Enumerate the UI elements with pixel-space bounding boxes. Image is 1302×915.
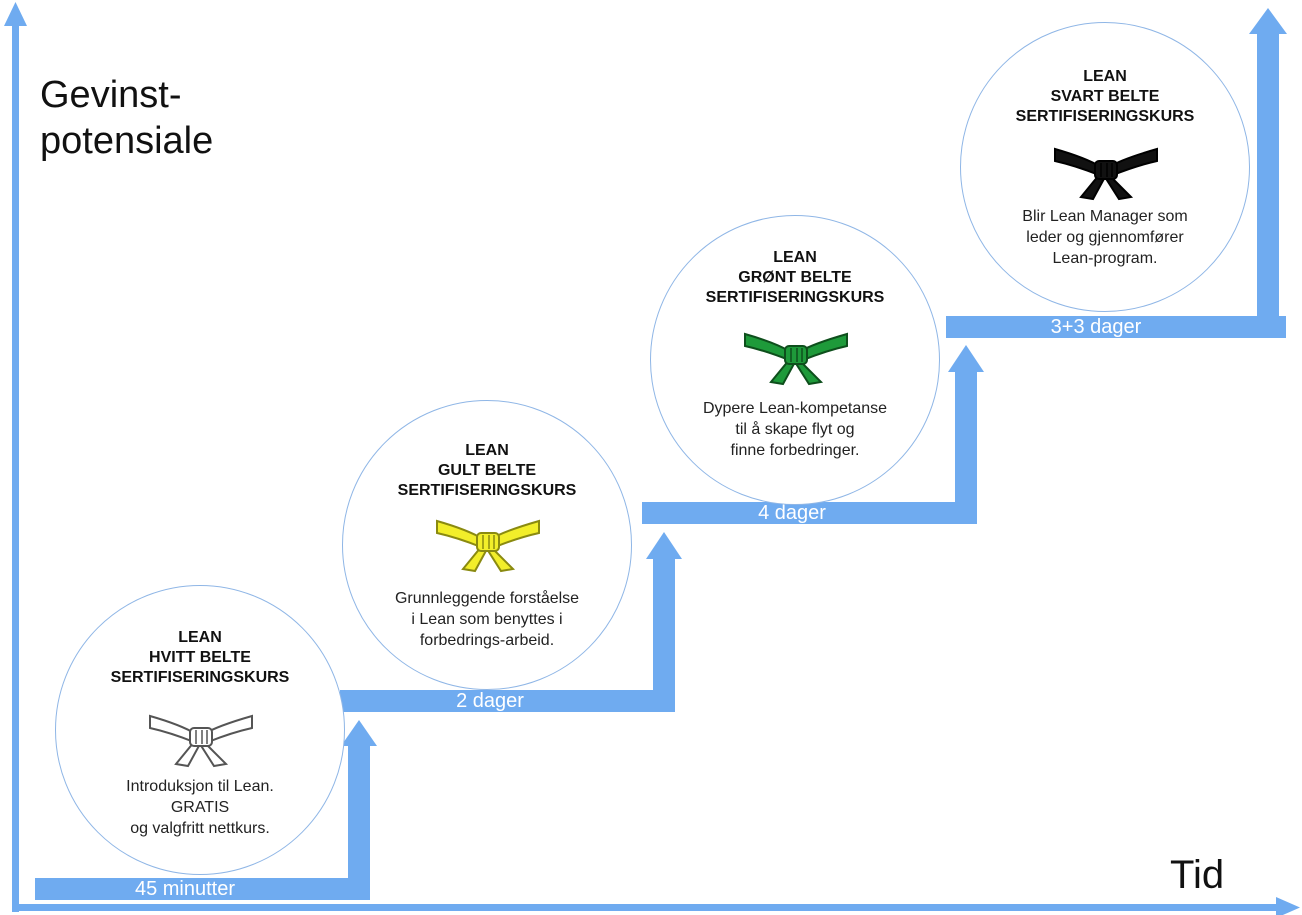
- step-3-desc-line2: til å skape flyt og: [735, 421, 855, 438]
- step-4-desc-line1: Blir Lean Manager som: [1022, 208, 1188, 225]
- step-4-duration: 3+3 dager: [1050, 316, 1142, 338]
- y-axis-arrow: [4, 2, 27, 912]
- step-1-desc-line1: Introduksjon til Lean.: [126, 778, 274, 795]
- y-axis-label: Gevinst- potensiale: [40, 72, 213, 164]
- step-1-circle: LEAN HVITT BELTE SERTIFISERINGSKURS Intr…: [55, 585, 345, 875]
- step-2-desc-line1: Grunnleggende forståelse: [394, 590, 580, 607]
- step-2-desc-line2: i Lean som benyttes i: [411, 611, 563, 628]
- step-2-title-line1: LEAN: [465, 442, 509, 459]
- step-3-arrow: [642, 345, 984, 524]
- white-belt-icon: [149, 714, 253, 768]
- black-belt-icon: [1054, 147, 1158, 201]
- step-3-title-line2: GRØNT BELTE: [738, 269, 852, 286]
- step-1-title-line3: SERTIFISERINGSKURS: [110, 669, 290, 686]
- x-axis-label: Tid: [1170, 853, 1225, 897]
- step-4-desc-line3: Lean-program.: [1052, 250, 1158, 267]
- step-4-desc-line2: leder og gjennomfører: [1026, 229, 1184, 246]
- step-2-title-line2: GULT BELTE: [437, 462, 537, 479]
- step-2-circle: LEAN GULT BELTE SERTIFISERINGSKURS Grunn…: [342, 400, 632, 690]
- step-3-title-line3: SERTIFISERINGSKURS: [705, 289, 885, 306]
- x-axis-arrow: [15, 897, 1300, 915]
- step-4-arrow: [946, 8, 1287, 338]
- y-axis-label-line2: potensiale: [40, 120, 214, 162]
- step-1-desc-line3: og valgfritt nettkurs.: [130, 820, 270, 837]
- step-3-circle: LEAN GRØNT BELTE SERTIFISERINGSKURS Dype…: [650, 215, 940, 505]
- step-1-arrow: [35, 720, 377, 900]
- step-2-desc-line3: forbedrings-arbeid.: [419, 632, 555, 649]
- step-4-title-line1: LEAN: [1083, 68, 1127, 85]
- step-3-desc-line1: Dypere Lean-kompetanse: [702, 400, 888, 417]
- y-axis-label-line1: Gevinst-: [40, 74, 182, 116]
- step-4-circle: LEAN SVART BELTE SERTIFISERINGSKURS Blir…: [960, 22, 1250, 312]
- step-3-desc-line3: finne forbedringer.: [730, 442, 860, 459]
- step-3-duration: 4 dager: [758, 502, 826, 524]
- step-2-title-line3: SERTIFISERINGSKURS: [397, 482, 577, 499]
- step-1-title-line1: LEAN: [178, 629, 222, 646]
- step-4-title-line3: SERTIFISERINGSKURS: [1015, 108, 1195, 125]
- step-2-duration: 2 dager: [456, 690, 524, 712]
- green-belt-icon: [744, 332, 848, 386]
- step-2-arrow: [340, 532, 682, 712]
- step-4-title-line2: SVART BELTE: [1050, 88, 1160, 105]
- yellow-belt-icon: [436, 519, 540, 573]
- step-1-desc-line2: GRATIS: [170, 799, 230, 816]
- step-1-title-line2: HVITT BELTE: [149, 649, 251, 666]
- step-3-title-line1: LEAN: [773, 249, 817, 266]
- step-1-duration: 45 minutter: [134, 878, 236, 900]
